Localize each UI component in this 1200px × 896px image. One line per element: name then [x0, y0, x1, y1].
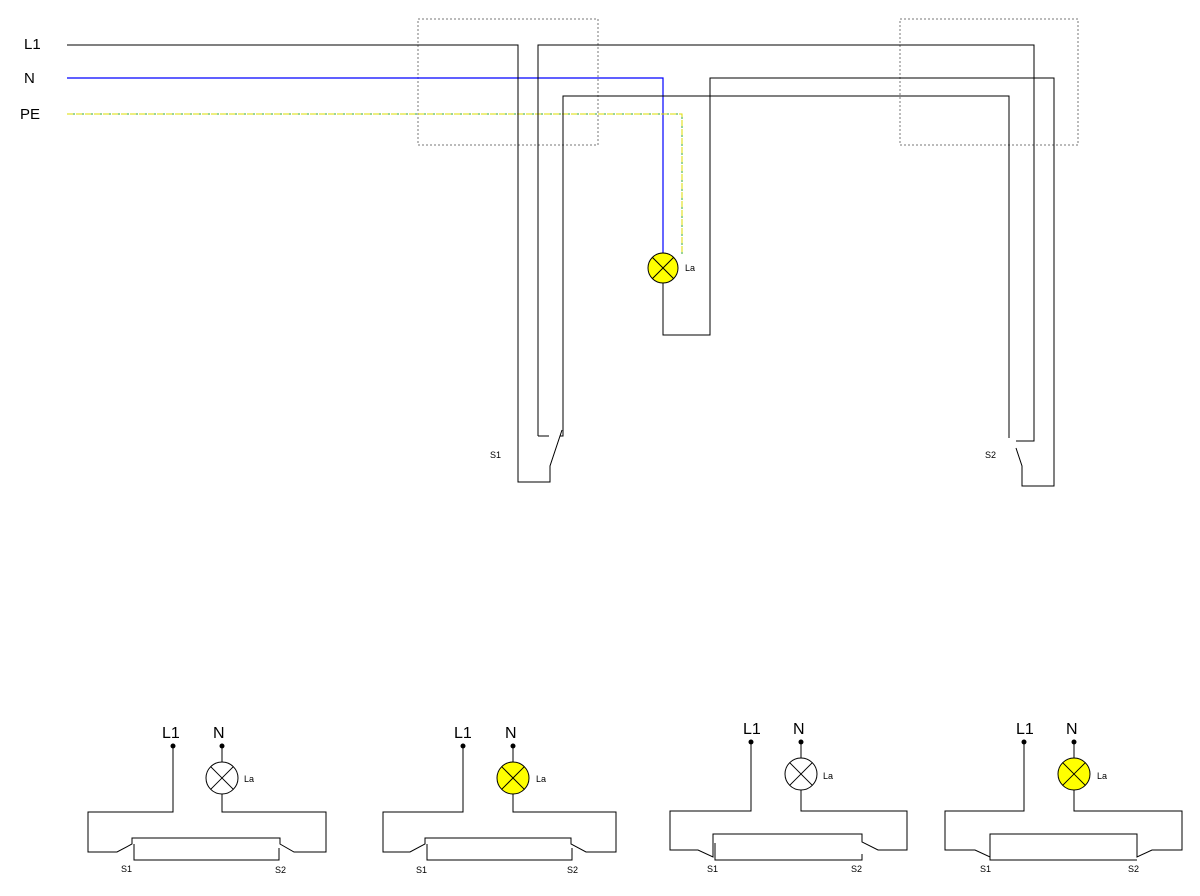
wire-traveler-1: [537, 44, 1035, 442]
label-s1-4: S1: [980, 864, 991, 874]
label-l1: L1: [24, 36, 41, 53]
label-n-4: N: [1066, 721, 1078, 738]
label-lamp-main: La: [685, 263, 695, 273]
terminal-l1-1: [170, 743, 176, 749]
label-l1-4: L1: [1016, 721, 1034, 738]
lamp-state-2: [496, 761, 530, 795]
terminal-l1-3: [748, 739, 754, 745]
wire-s2-to-lamp: [662, 77, 1055, 487]
label-s2-2: S2: [567, 865, 578, 875]
label-n-3: N: [793, 721, 805, 738]
line-pe-green: [67, 113, 683, 254]
label-l1-1: L1: [162, 725, 180, 742]
wire-traveler-2: [560, 95, 1010, 438]
state-panel-2: L1 N La S1 S2: [382, 725, 617, 875]
label-s2-1: S2: [275, 865, 286, 875]
label-s1-1: S1: [121, 864, 132, 874]
label-pe: PE: [20, 106, 40, 123]
label-switch-s1: S1: [490, 450, 501, 460]
line-pe-yellow: [67, 113, 683, 254]
state-panel-4: L1 N La S1 S2: [944, 721, 1183, 874]
label-s2-4: S2: [1128, 864, 1139, 874]
label-l1-3: L1: [743, 721, 761, 738]
lamp-state-1: [205, 761, 239, 795]
label-n: N: [24, 70, 35, 87]
junction-box-right: [899, 18, 1079, 146]
label-s1-2: S1: [416, 865, 427, 875]
label-n-1: N: [213, 725, 225, 742]
line-n: [67, 77, 664, 255]
label-lamp-2: La: [536, 774, 546, 784]
state-panel-1: L1 N La S1 S2: [87, 725, 327, 875]
state-panel-3: L1 N La S1 S2: [669, 721, 908, 874]
lamp-main: [647, 252, 679, 284]
label-lamp-1: La: [244, 774, 254, 784]
label-lamp-3: La: [823, 771, 833, 781]
junction-box-left: [417, 18, 599, 146]
label-n-2: N: [505, 725, 517, 742]
label-s1-3: S1: [707, 864, 718, 874]
label-lamp-4: La: [1097, 771, 1107, 781]
lamp-state-3: [784, 757, 818, 791]
wire-l1-to-s1: [430, 44, 563, 483]
terminal-l1-4: [1021, 739, 1027, 745]
label-switch-s2: S2: [985, 450, 996, 460]
terminal-l1-2: [460, 743, 466, 749]
label-s2-3: S2: [851, 864, 862, 874]
lamp-state-4: [1057, 757, 1091, 791]
label-l1-2: L1: [454, 725, 472, 742]
